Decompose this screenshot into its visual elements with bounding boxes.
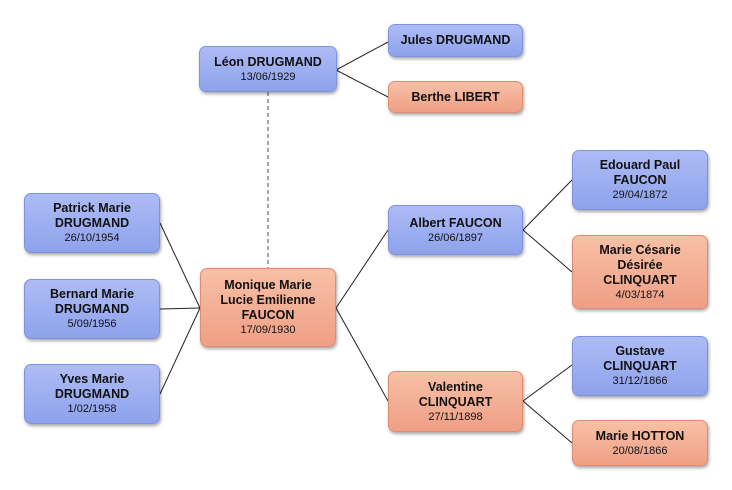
person-name: Valentine CLINQUART — [418, 379, 493, 409]
person-marie-cesarie-clinquart[interactable]: Marie Césarie Désirée CLINQUART 4/03/187… — [572, 235, 708, 309]
person-name: Yves Marie DRUGMAND — [54, 372, 130, 401]
parent-link-valentine — [522, 364, 573, 444]
person-jules-drugmand[interactable]: Jules DRUGMAND — [388, 24, 523, 57]
person-marie-hotton[interactable]: Marie HOTTON 20/08/1866 — [572, 420, 708, 466]
person-name: Bernard Marie DRUGMAND — [49, 287, 135, 316]
person-leon-drugmand[interactable]: Léon DRUGMAND 13/06/1929 — [199, 46, 337, 92]
person-patrick-drugmand[interactable]: Patrick Marie DRUGMAND 26/10/1954 — [24, 193, 160, 253]
person-monique-faucon[interactable]: Monique Marie Lucie Emilienne FAUCON 17/… — [200, 268, 336, 347]
person-name: Albert FAUCON — [409, 215, 502, 230]
person-name: Edouard Paul FAUCON — [599, 158, 681, 187]
person-date: 1/02/1958 — [67, 403, 117, 415]
person-name: Marie HOTTON — [595, 428, 685, 443]
parent-link-monique — [335, 229, 389, 402]
person-yves-drugmand[interactable]: Yves Marie DRUGMAND 1/02/1958 — [24, 364, 160, 424]
person-edouard-faucon[interactable]: Edouard Paul FAUCON 29/04/1872 — [572, 150, 708, 210]
person-date: 26/06/1897 — [427, 231, 484, 244]
child-link-bernard — [159, 307, 201, 310]
person-date: 4/03/1874 — [615, 288, 665, 301]
person-date: 29/04/1872 — [612, 189, 668, 201]
child-link-yves — [159, 307, 201, 395]
person-date: 26/10/1954 — [64, 232, 120, 244]
person-berthe-libert[interactable]: Berthe LIBERT — [388, 81, 523, 113]
person-gustave-clinquart[interactable]: Gustave CLINQUART 31/12/1866 — [572, 336, 708, 396]
person-date: 17/09/1930 — [240, 324, 296, 336]
person-name: Marie Césarie Désirée CLINQUART — [599, 242, 681, 287]
person-albert-faucon[interactable]: Albert FAUCON 26/06/1897 — [388, 205, 523, 255]
person-name: Berthe LIBERT — [411, 89, 500, 104]
person-bernard-drugmand[interactable]: Bernard Marie DRUGMAND 5/09/1956 — [24, 279, 160, 339]
person-date: 5/09/1956 — [67, 318, 117, 330]
person-name: Gustave CLINQUART — [603, 344, 677, 373]
person-name: Monique Marie Lucie Emilienne FAUCON — [220, 278, 316, 322]
person-valentine-clinquart[interactable]: Valentine CLINQUART 27/11/1898 — [388, 371, 523, 432]
person-date: 27/11/1898 — [428, 410, 483, 423]
person-date: 20/08/1866 — [612, 444, 668, 457]
person-name: Jules DRUGMAND — [400, 33, 511, 47]
person-name: Léon DRUGMAND — [214, 54, 322, 69]
person-date: 13/06/1929 — [240, 70, 296, 83]
person-name: Patrick Marie DRUGMAND — [53, 201, 131, 230]
parent-link-albert — [522, 179, 573, 273]
parent-link-leon — [334, 41, 389, 98]
person-date: 31/12/1866 — [612, 375, 668, 387]
child-link-patrick — [159, 222, 201, 309]
